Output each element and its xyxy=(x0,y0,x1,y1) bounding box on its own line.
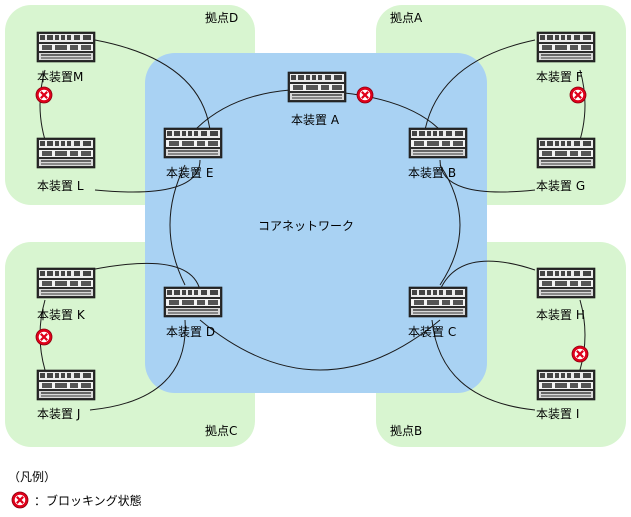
device-b-label: 本装置 B xyxy=(408,166,456,180)
device-f-icon xyxy=(536,31,596,63)
device-i-icon xyxy=(536,369,596,401)
device-j-icon xyxy=(36,369,96,401)
device-c-icon xyxy=(408,286,468,318)
link-k-d xyxy=(89,262,201,291)
device-e-label: 本装置 E xyxy=(166,166,213,180)
device-k-icon xyxy=(36,267,96,299)
site-a-label: 拠点A xyxy=(390,11,423,25)
device-d-label: 本装置 D xyxy=(166,325,215,339)
site-c-label: 拠点C xyxy=(205,424,237,438)
site-d-label: 拠点D xyxy=(205,11,238,25)
legend-blocking-label: ：ブロッキング状態 xyxy=(34,493,142,508)
blocking-icon-h-i xyxy=(570,344,590,364)
link-i-c xyxy=(431,319,536,411)
core-network-area xyxy=(145,53,487,393)
legend-blocking-icon xyxy=(10,490,30,510)
link-h-c xyxy=(439,260,536,291)
device-a-label: 本装置 A xyxy=(291,113,340,127)
device-k-label: 本装置 K xyxy=(37,308,86,322)
device-m-icon xyxy=(36,31,96,63)
link-a-e xyxy=(194,89,291,131)
link-e-d xyxy=(169,164,186,286)
device-a-icon xyxy=(287,71,347,103)
device-j-label: 本装置 J xyxy=(37,407,80,421)
link-d-c xyxy=(199,319,441,371)
device-m-label: 本装置M xyxy=(37,70,83,84)
device-f-label: 本装置 F xyxy=(536,70,583,84)
link-h-i xyxy=(579,299,586,371)
device-g-icon xyxy=(536,137,596,169)
device-b-icon xyxy=(408,127,468,159)
device-d-icon xyxy=(163,286,223,318)
links xyxy=(39,39,586,411)
blocking-icon-m-l xyxy=(34,85,54,105)
link-f-b xyxy=(424,39,536,131)
site-b-label: 拠点B xyxy=(390,424,422,438)
link-f-g xyxy=(579,69,586,141)
legend-title: （凡例） xyxy=(8,470,56,484)
device-i-label: 本装置 I xyxy=(536,407,579,421)
link-m-l xyxy=(39,69,46,141)
link-m-e xyxy=(94,39,211,131)
link-l-e xyxy=(94,159,201,193)
device-g-label: 本装置 G xyxy=(536,179,585,193)
device-c-label: 本装置 C xyxy=(408,325,456,339)
blocking-icon-f-g xyxy=(568,85,588,105)
blocking-icon-k-j xyxy=(34,327,54,347)
device-l-icon xyxy=(36,137,96,169)
device-e-icon xyxy=(163,127,223,159)
blocking-icon-a-b xyxy=(355,85,375,105)
link-g-b xyxy=(439,159,536,193)
device-h-icon xyxy=(536,267,596,299)
device-l-label: 本装置 L xyxy=(37,179,84,193)
device-h-label: 本装置 H xyxy=(536,308,585,322)
link-j-d xyxy=(89,319,186,411)
core-network-label: コアネットワーク xyxy=(258,219,354,233)
